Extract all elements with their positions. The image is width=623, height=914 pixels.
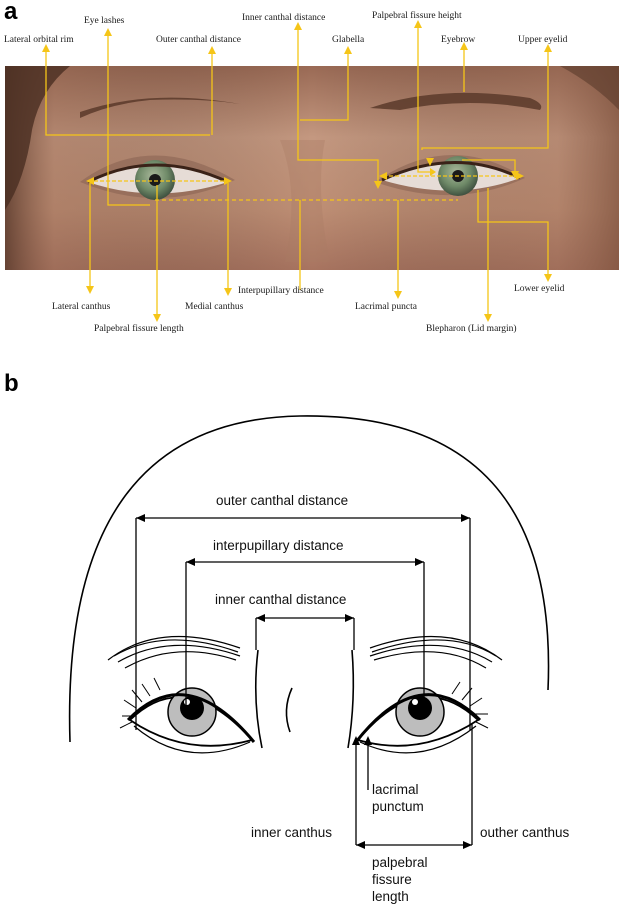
label-lateral-canthus: Lateral canthus	[52, 302, 111, 312]
label-eyebrow: Eyebrow	[441, 35, 476, 45]
label-inner-canthus: inner canthus	[251, 825, 333, 840]
left-eyebrow-strokes	[107, 635, 241, 669]
label-lacrimal-puncta: Lacrimal puncta	[355, 302, 417, 312]
label-punctum: punctum	[372, 799, 424, 814]
label-length: length	[372, 889, 409, 904]
label-lower-eyelid: Lower eyelid	[514, 284, 565, 294]
label-blepharon: Blepharon (Lid margin)	[426, 324, 517, 334]
label-fissure: fissure	[372, 872, 412, 887]
right-eyebrow-strokes	[369, 635, 503, 669]
nose-bridge	[254, 649, 263, 749]
left-eye	[119, 677, 256, 754]
label-inner-canthal-distance-b: inner canthal distance	[215, 592, 347, 607]
annotation-lines	[45, 24, 549, 318]
label-upper-eyelid: Upper eyelid	[518, 35, 568, 45]
label-palpebral: palpebral	[372, 855, 428, 870]
label-lacrimal: lacrimal	[372, 782, 419, 797]
label-lateral-orbital-rim: Lateral orbital rim	[4, 35, 74, 45]
label-inner-canthal-distance-a: Inner canthal distance	[242, 13, 326, 23]
label-medial-canthus: Medial canthus	[185, 302, 244, 312]
label-palpebral-fissure-height: Palpebral fissure height	[372, 11, 462, 21]
label-palpebral-fissure-length-a: Palpebral fissure length	[94, 324, 184, 334]
measurement-lines	[135, 517, 473, 846]
label-interpupillary-distance-a: Interpupillary distance	[238, 286, 324, 296]
label-outher-canthus: outher canthus	[480, 825, 570, 840]
head-outline	[68, 415, 550, 743]
right-eye	[354, 681, 489, 754]
right-eyebrow	[370, 92, 542, 110]
label-eye-lashes: Eye lashes	[84, 16, 125, 26]
annotation-arrowheads	[42, 20, 552, 322]
panel-a-letter: a	[4, 0, 18, 25]
label-interpupillary-distance-b: interpupillary distance	[213, 538, 344, 553]
label-outer-canthal-distance-a: Outer canthal distance	[156, 35, 241, 45]
panel-b-letter: b	[4, 370, 19, 397]
panel-a-photo-diagram	[5, 20, 619, 322]
label-glabella: Glabella	[332, 35, 365, 45]
left-eyebrow	[80, 97, 240, 118]
label-outer-canthal-distance-b: outer canthal distance	[216, 493, 349, 508]
